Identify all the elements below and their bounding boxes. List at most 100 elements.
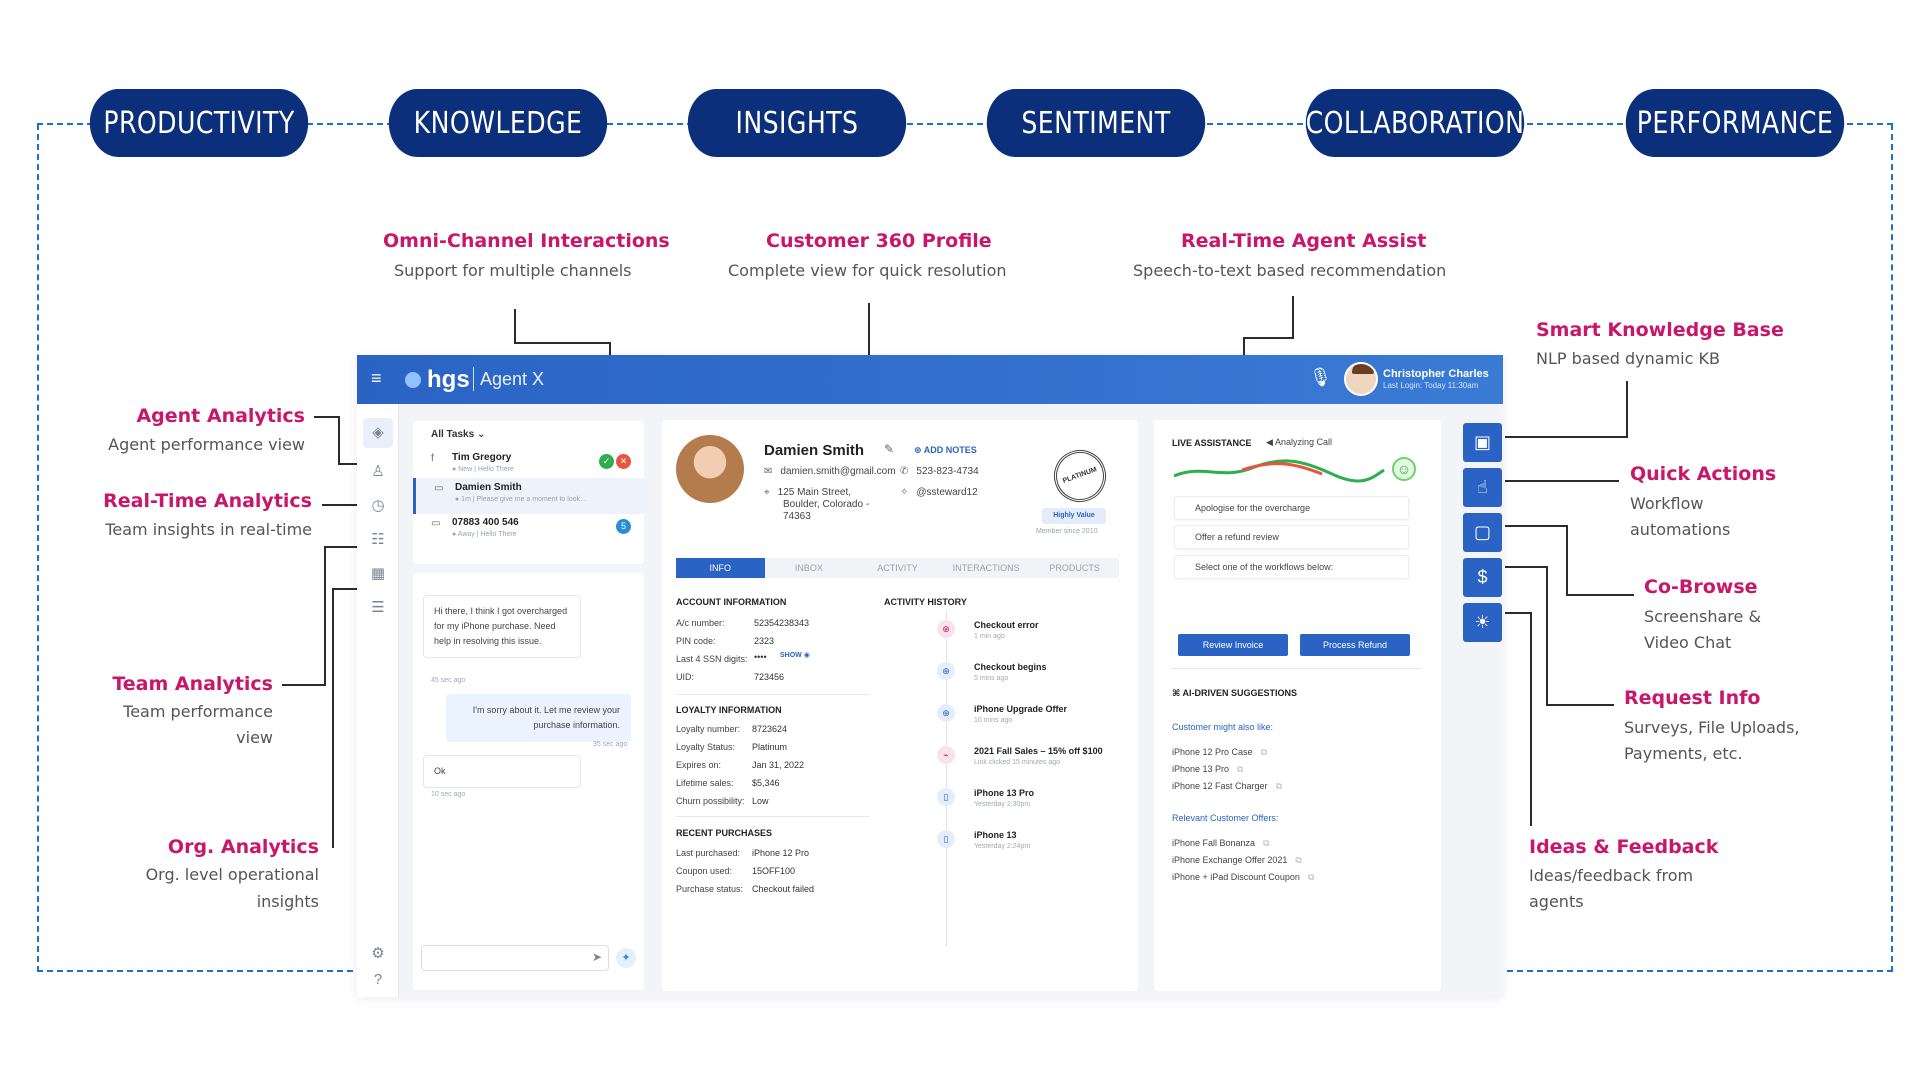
live-assistance-title: LIVE ASSISTANCE [1172, 438, 1252, 448]
connector-agent-c [338, 463, 358, 465]
logo-text: hgs [427, 366, 470, 393]
callout-request-title: Request Info [1624, 687, 1761, 709]
team-icon[interactable]: ☷ [371, 531, 385, 548]
tab-inbox[interactable]: INBOX [794, 563, 823, 573]
agent-user-icon[interactable]: ♙ [371, 463, 385, 480]
field-label: PIN code: [676, 636, 716, 646]
suggestion-item[interactable]: Select one of the workflows below: [1174, 555, 1409, 579]
hamburger-menu-icon[interactable]: ≡ [371, 368, 382, 388]
connector-kb-b [1505, 436, 1628, 438]
pill-productivity: PRODUCTIVITY [89, 89, 309, 157]
callout-request-sub1: Surveys, File Uploads, [1624, 718, 1800, 737]
connector-org-b [332, 588, 358, 590]
ai-suggestions-title: ⌘ AI-DRIVEN SUGGESTIONS [1172, 688, 1297, 699]
activity-time: 10 mins ago [974, 717, 1013, 724]
callout-kb-title: Smart Knowledge Base [1536, 319, 1784, 341]
customer-twitter: ✧@ssteward12 [900, 487, 978, 498]
offer-item[interactable]: iPhone Fall Bonanza⧉ [1172, 838, 1270, 849]
tab-info[interactable]: INFO [676, 558, 765, 578]
pill-performance: PERFORMANCE [1625, 89, 1845, 157]
external-link-icon: ⧉ [1237, 764, 1244, 774]
user-avatar[interactable] [1344, 362, 1378, 396]
send-icon[interactable]: ➤ [591, 950, 602, 964]
chat-timestamp: 35 sec ago [593, 741, 628, 748]
suggestion-item[interactable]: Offer a refund review [1174, 525, 1409, 549]
process-refund-button[interactable]: Process Refund [1300, 634, 1410, 656]
customer-email: ✉damien.smith@gmail.com [764, 466, 896, 477]
item-label: iPhone 13 Pro [1172, 764, 1230, 774]
also-like-item[interactable]: iPhone 13 Pro ⧉ [1172, 764, 1243, 775]
field-label: Last purchased: [676, 848, 741, 858]
edit-pencil-icon[interactable]: ✎ [884, 442, 895, 456]
microphone-icon[interactable]: 🎙 [1309, 367, 1332, 387]
tab-products[interactable]: PRODUCTS [1049, 563, 1100, 573]
address-line2: Boulder, Colorado - [783, 499, 870, 510]
task-item[interactable]: ▭ 07883 400 546 ● Away | Hello There 5 [413, 513, 644, 549]
connector-ideas-a [1505, 612, 1532, 614]
layers-icon[interactable]: ◈ [363, 418, 393, 448]
callout-org-sub2: insights [256, 892, 319, 911]
add-notes-button[interactable]: ⊕ ADD NOTES [914, 445, 977, 455]
task-item[interactable]: ▭ Damien Smith ● 1m | Please give me a m… [413, 478, 644, 514]
list-icon[interactable]: ☰ [371, 599, 385, 616]
also-like-item[interactable]: iPhone 12 Pro Case⧉ [1172, 747, 1267, 758]
activity-title: Checkout error [974, 620, 1039, 630]
show-ssn-button[interactable]: SHOW ◉ [780, 652, 810, 659]
callout-request-sub2: Payments, etc. [1624, 744, 1743, 763]
cobrowse-screen-icon[interactable]: ▢ [1463, 513, 1502, 552]
analyzing-call-status: ◀ Analyzing Call [1266, 437, 1332, 447]
timer-icon[interactable]: ◷ [371, 497, 385, 514]
settings-gear-icon[interactable]: ⚙ [371, 945, 385, 962]
callout-ideas-sub1: Ideas/feedback from [1529, 866, 1694, 885]
error-globe-icon: ⊕ [937, 620, 955, 638]
idea-bulb-icon[interactable]: ✦ [616, 948, 636, 968]
connector-req-b [1546, 566, 1548, 706]
connector-ideas-b [1530, 612, 1532, 826]
connector-req-c [1546, 704, 1614, 706]
reject-x-icon[interactable]: ✕ [616, 454, 631, 469]
connector-quick [1505, 480, 1619, 482]
connector-cob-c [1566, 594, 1634, 596]
request-info-icon[interactable]: $ [1463, 558, 1502, 597]
activity-time: Yesterday 2:30pm [974, 801, 1031, 808]
task-item[interactable]: f Tim Gregory ● New | Hello There ✓ ✕ [413, 448, 644, 484]
user-last-login: Last Login: Today 11:30am [1383, 381, 1479, 390]
offer-item[interactable]: iPhone + iPad Discount Coupon⧉ [1172, 872, 1314, 883]
tab-interactions[interactable]: INTERACTIONS [952, 563, 1020, 573]
chat-timestamp: 10 sec ago [431, 791, 466, 798]
building-icon[interactable]: ▦ [370, 565, 386, 582]
activity-time: 1 min ago [974, 633, 1005, 640]
twitter-value: @ssteward12 [916, 487, 978, 498]
also-like-item[interactable]: iPhone 12 Fast Charger⧉ [1172, 781, 1282, 792]
chat-input[interactable]: ➤ [421, 945, 609, 971]
show-label: SHOW [780, 652, 802, 659]
customer-phone: ✆523-823-4734 [900, 466, 979, 477]
callout-c360-title: Customer 360 Profile [766, 230, 992, 252]
value-badge: Highly Value [1042, 508, 1106, 524]
help-icon[interactable]: ? [373, 971, 383, 988]
tab-activity[interactable]: ACTIVITY [877, 563, 918, 573]
activity-time: Yesterday 2:24pm [974, 843, 1031, 850]
connector-agent-b [338, 416, 340, 464]
activity-title: Checkout begins [974, 662, 1047, 672]
phone-device-icon: ▯ [937, 788, 955, 806]
callout-quick-sub1: Workflow [1630, 494, 1704, 513]
suggestion-item[interactable]: Apologise for the overcharge [1174, 496, 1409, 520]
task-name: Tim Gregory [452, 452, 512, 463]
accept-check-icon[interactable]: ✓ [599, 454, 614, 469]
ideas-bulb-icon[interactable]: ☀ [1463, 603, 1502, 642]
activity-title: iPhone 13 Pro [974, 788, 1035, 798]
field-value: Checkout failed [752, 884, 815, 894]
knowledge-book-icon[interactable]: ▣ [1463, 423, 1502, 462]
phone-value: 523-823-4734 [916, 466, 979, 477]
offer-item[interactable]: iPhone Exchange Offer 2021⧉ [1172, 855, 1302, 866]
right-action-sidebar: ▣ ☝ ▢ $ ☀ [1463, 423, 1502, 643]
field-label: Lifetime sales: [676, 778, 734, 788]
tasks-filter[interactable]: All Tasks ⌄ [431, 429, 486, 440]
customer-name: Damien Smith [764, 442, 865, 459]
review-invoice-button[interactable]: Review Invoice [1178, 634, 1288, 656]
callout-quick-sub2: automations [1630, 520, 1731, 539]
field-value: Jan 31, 2022 [752, 760, 805, 770]
pill-knowledge: KNOWLEDGE [388, 89, 608, 157]
quick-action-tap-icon[interactable]: ☝ [1463, 468, 1502, 507]
